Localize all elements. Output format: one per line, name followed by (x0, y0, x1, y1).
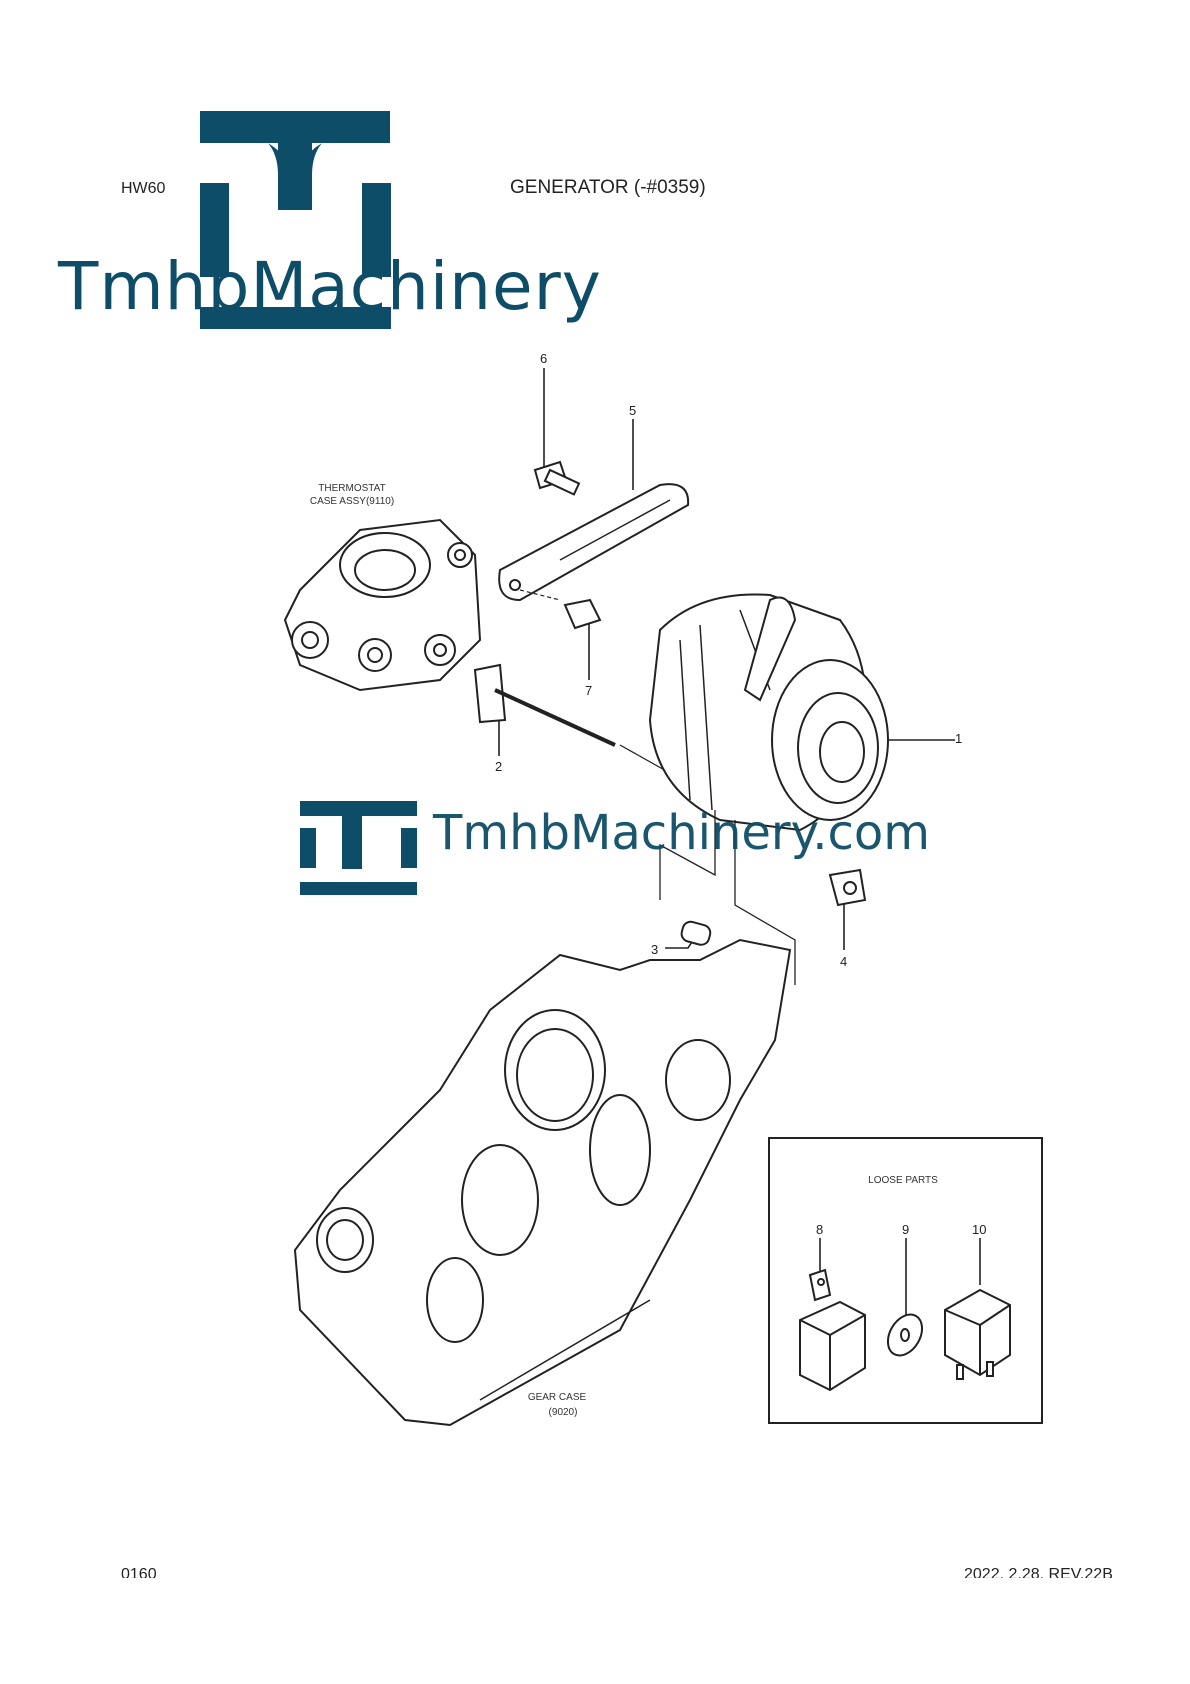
callout-5: 5 (629, 403, 637, 418)
alternator-drawing (648, 593, 889, 946)
gear-case-label-line2: (9020) (548, 1407, 578, 1418)
thermostat-label-line2: CASE ASSY(9110) (309, 496, 395, 507)
callout-4: 4 (840, 954, 848, 969)
alignment-lines (659, 810, 796, 985)
model-label: HW60 (121, 180, 166, 197)
logo-mark-icon (200, 111, 391, 329)
loose-parts-drawing (799, 1268, 1011, 1392)
callout-9: 9 (902, 1222, 910, 1237)
callout-7: 7 (585, 683, 593, 698)
thermostat-case-drawing (283, 518, 482, 692)
brand-watermark: TmhbMachinery.com (433, 805, 930, 861)
revision-label: 2022. 2.28. REV.22B (964, 1566, 1113, 1578)
loose-parts-box (768, 1137, 1043, 1424)
callout-1: 1 (955, 731, 963, 746)
thermostat-label-line1: THERMOSTAT (318, 483, 386, 494)
callout-10: 10 (972, 1222, 987, 1237)
gear-case-drawing (293, 938, 792, 1427)
bracket-and-bolts-drawing (473, 460, 701, 791)
callout-3: 3 (651, 942, 659, 957)
page-title: GENERATOR (-#0359) (510, 177, 706, 198)
callout-6: 6 (540, 351, 548, 366)
watermark-logo-icon (300, 801, 417, 895)
page-number: 0160 (121, 1566, 157, 1578)
brand-name: TmhbMachinery (58, 248, 602, 325)
gear-case-label-line1: GEAR CASE (527, 1392, 587, 1403)
callout-8: 8 (816, 1222, 824, 1237)
loose-parts-label: LOOSE PARTS (868, 1175, 938, 1186)
callout-2: 2 (495, 759, 503, 774)
